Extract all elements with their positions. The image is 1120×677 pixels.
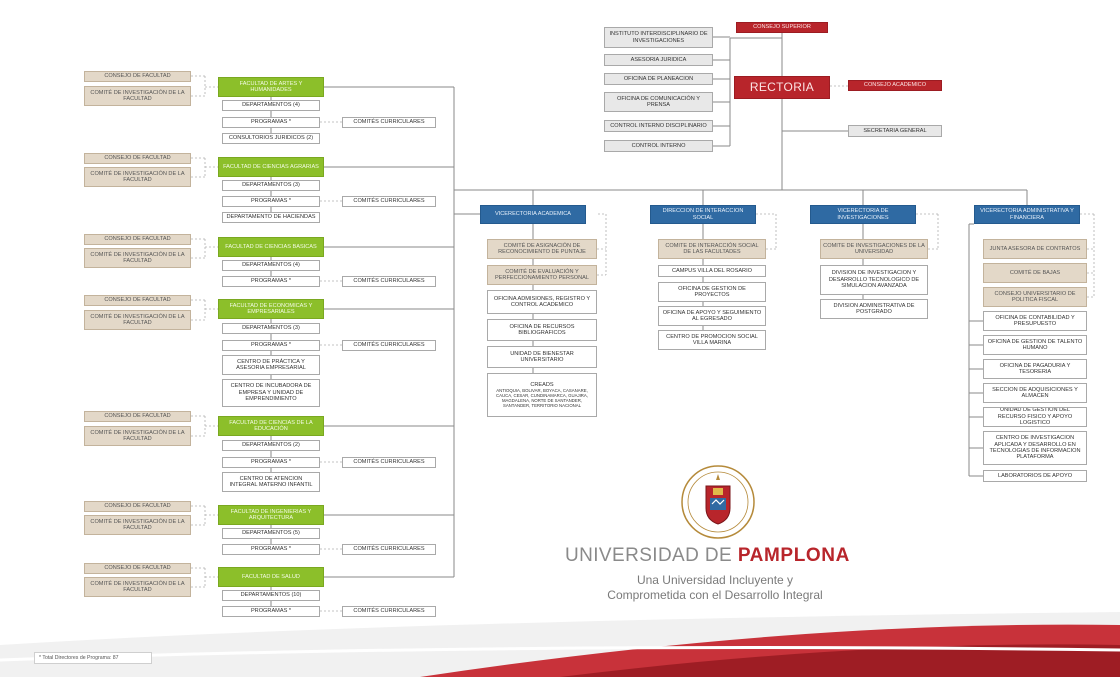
creads-title: CREADS [530,381,554,388]
faculty-item-box: PROGRAMAS * [222,117,320,128]
faculty-item-box: PROGRAMAS * [222,196,320,207]
committee-box: COMITÉ DE BAJAS [983,263,1087,283]
faculty-item-box: DEPARTAMENTOS (4) [222,100,320,111]
faculty-item-box: CENTRO DE PRÁCTICA Y ASESORIA EMPRESARIA… [222,355,320,375]
direccion-box: DIRECCION DE INTERACCION SOCIAL [650,205,756,224]
comite-investigacion-box: COMITÉ DE INVESTIGACIÓN DE LA FACULTAD [84,426,191,446]
consejo-superior-box: CONSEJO SUPERIOR [736,22,828,33]
decorative-swoosh [0,612,1120,677]
office-box: OFICINA DE RECURSOS BIBLIOGRAFICOS [487,319,597,341]
committee-box: COMITÉ DE ASIGNACIÓN DE RECONOCIMIENTO D… [487,239,597,259]
consejo-facultad-box: CONSEJO DE FACULTAD [84,501,191,512]
university-name-bold: PAMPLONA [737,545,850,566]
comite-investigacion-box: COMITÉ DE INVESTIGACIÓN DE LA FACULTAD [84,86,191,106]
staff-office-box: INSTITUTO INTERDISCIPLINARIO DE INVESTIG… [604,27,713,48]
footer-note: * Total Directores de Programa: 87 [34,652,152,664]
staff-office-box: OFICINA DE COMUNICACIÓN Y PRENSA [604,92,713,112]
office-box: UNIDAD DE BIENESTAR UNIVERSITARIO [487,346,597,368]
comite-investigacion-box: COMITÉ DE INVESTIGACIÓN DE LA FACULTAD [84,248,191,268]
comites-curriculares-box: COMITÉS CURRICULARES [342,117,436,128]
office-box: DIVISION DE INVESTIGACION Y DESARROLLO T… [820,265,928,295]
comite-investigacion-box: COMITÉ DE INVESTIGACIÓN DE LA FACULTAD [84,310,191,330]
consejo-facultad-box: CONSEJO DE FACULTAD [84,71,191,82]
staff-office-box: OFICINA DE PLANEACION [604,73,713,85]
tagline-line-2: Comprometida con el Desarrollo Integral [607,588,823,602]
comites-curriculares-box: COMITÉS CURRICULARES [342,340,436,351]
vicerrectoria-box: VICERECTORIA ADMINISTRATIVA Y FINANCIERA [974,205,1080,224]
faculty-box: FACULTAD DE SALUD [218,567,324,587]
committee-box: COMITE DE INTERACCIÓN SOCIAL DE LAS FACU… [658,239,766,259]
office-box: UNIDAD DE GESTION DEL RECURSO FISICO Y A… [983,407,1087,427]
office-box: CAMPUS VILLA DEL ROSARIO [658,265,766,277]
university-seal-icon [681,465,755,539]
office-box: CENTRO DE INVESTIGACION APLICADA Y DESAR… [983,431,1087,465]
office-box: LABORATORIOS DE APOYO [983,470,1087,482]
consejo-facultad-box: CONSEJO DE FACULTAD [84,234,191,245]
faculty-item-box: DEPARTAMENTOS (3) [222,323,320,334]
creads-box: CREADS ANTIOQUIA, BOLIVAR, BOYACA, CASAN… [487,373,597,417]
consejo-facultad-box: CONSEJO DE FACULTAD [84,295,191,306]
comites-curriculares-box: COMITÉS CURRICULARES [342,606,436,617]
committee-box: CONSEJO UNIVERSITARIO DE POLITICA FISCAL [983,287,1087,307]
consejo-facultad-box: CONSEJO DE FACULTAD [84,563,191,574]
creads-list: ANTIOQUIA, BOLIVAR, BOYACA, CASANARE, CA… [496,388,588,409]
consejo-facultad-box: CONSEJO DE FACULTAD [84,411,191,422]
faculty-box: FACULTAD DE CIENCIAS DE LA EDUCACIÓN [218,416,324,436]
vicerrectoria-box: VICERECTORIA DE INVESTIGACIONES [810,205,916,224]
faculty-item-box: DEPARTAMENTOS (3) [222,180,320,191]
faculty-item-box: CENTRO DE INCUBADORA DE EMPRESA Y UNIDAD… [222,379,320,407]
office-box: OFICINA ADMISIONES, REGISTRO Y CONTROL A… [487,290,597,314]
comites-curriculares-box: COMITÉS CURRICULARES [342,457,436,468]
consejo-academico-box: CONSEJO ACADEMICO [848,80,942,91]
faculty-item-box: CENTRO DE ATENCION INTEGRAL MATERNO INFA… [222,472,320,492]
committee-box: COMITÉ DE EVALUACIÓN Y PERFECCIONAMIENTO… [487,265,597,285]
faculty-item-box: DEPARTAMENTO DE HACIENDAS [222,212,320,223]
faculty-item-box: DEPARTAMENTOS (10) [222,590,320,601]
faculty-box: FACULTAD DE ECONOMICAS Y EMPRESARIALES [218,299,324,319]
staff-office-box: CONTROL INTERNO DISCIPLINARIO [604,120,713,132]
comite-investigacion-box: COMITÉ DE INVESTIGACIÓN DE LA FACULTAD [84,167,191,187]
vicerrectoria-box: VICERECTORIA ACADEMICA [480,205,586,224]
comite-investigacion-box: COMITÉ DE INVESTIGACIÓN DE LA FACULTAD [84,515,191,535]
staff-office-box: CONTROL INTERNO [604,140,713,152]
faculty-item-box: PROGRAMAS * [222,544,320,555]
committee-box: JUNTA ASESORA DE CONTRATOS [983,239,1087,259]
comites-curriculares-box: COMITÉS CURRICULARES [342,196,436,207]
office-box: OFICINA DE PAGADURIA Y TESORERIA [983,359,1087,379]
faculty-item-box: CONSULTORIOS JURIDICOS (2) [222,133,320,144]
office-box: DIVISION ADMINISTRATIVA DE POSTGRADO [820,299,928,319]
staff-office-box: ASESORIA JURIDICA [604,54,713,66]
office-box: CENTRO DE PROMOCION SOCIAL VILLA MARINA [658,330,766,350]
consejo-facultad-box: CONSEJO DE FACULTAD [84,153,191,164]
office-box: OFICINA DE APOYO Y SEGUIMIENTO AL EGRESA… [658,306,766,326]
faculty-box: FACULTAD DE INGENIERIAS Y ARQUITECTURA [218,505,324,525]
faculty-box: FACULTAD DE ARTES Y HUMANIDADES [218,77,324,97]
office-box: SECCION DE ADQUISICIONES Y ALMACEN [983,383,1087,403]
faculty-item-box: DEPARTAMENTOS (5) [222,528,320,539]
tagline-line-1: Una Universidad Incluyente y [636,573,794,587]
office-box: OFICINA DE GESTION DE TALENTO HUMANO [983,335,1087,355]
faculty-item-box: DEPARTAMENTOS (2) [222,440,320,451]
committee-box: COMITE DE INVESTIGACIONES DE LA UNIVERSI… [820,239,928,259]
faculty-item-box: PROGRAMAS * [222,340,320,351]
office-box: OFICINA DE GESTION DE PROYECTOS [658,282,766,302]
comite-investigacion-box: COMITÉ DE INVESTIGACIÓN DE LA FACULTAD [84,577,191,597]
office-box: OFICINA DE CONTABILIDAD Y PRESUPUESTO [983,311,1087,331]
faculty-box: FACULTAD DE CIENCIAS AGRARIAS [218,157,324,177]
faculty-item-box: PROGRAMAS * [222,276,320,287]
university-name-prefix: UNIVERSIDAD DE [565,545,738,566]
comites-curriculares-box: COMITÉS CURRICULARES [342,276,436,287]
faculty-item-box: PROGRAMAS * [222,457,320,468]
faculty-item-box: DEPARTAMENTOS (4) [222,260,320,271]
comites-curriculares-box: COMITÉS CURRICULARES [342,544,436,555]
faculty-box: FACULTAD DE CIENCIAS BASICAS [218,237,324,257]
secretaria-general-box: SECRETARIA GENERAL [848,125,942,137]
university-name: UNIVERSIDAD DE PAMPLONA [565,545,895,567]
rectoria-box: RECTORIA [734,76,830,99]
faculty-item-box: PROGRAMAS * [222,606,320,617]
